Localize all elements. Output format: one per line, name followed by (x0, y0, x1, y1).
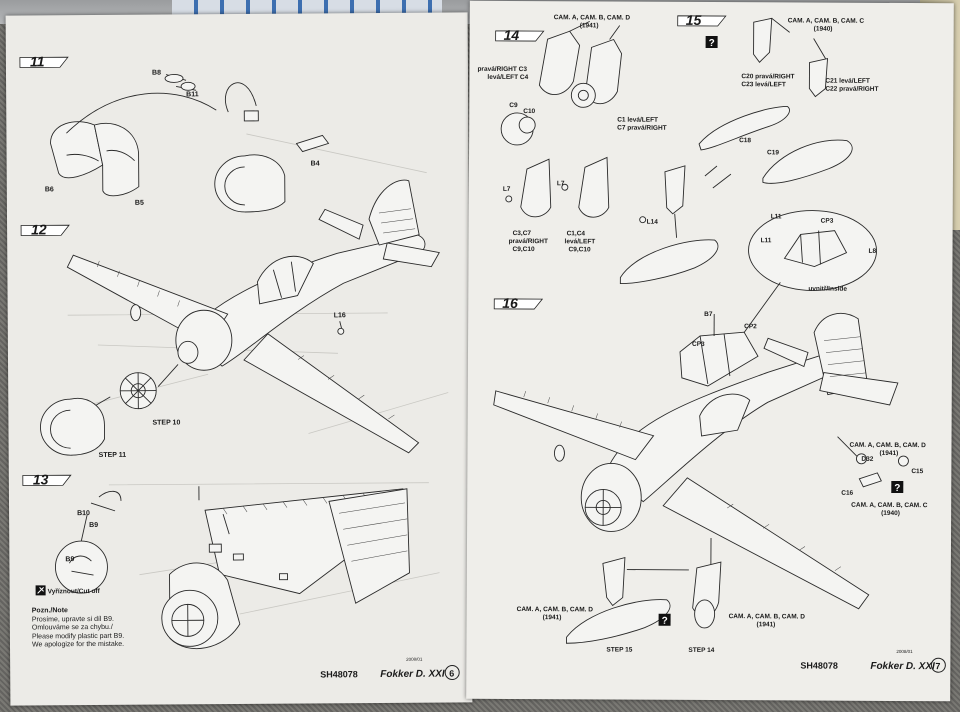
step-14-header-year: (1941) (580, 22, 599, 29)
label-l8: L8 (869, 248, 877, 255)
cut-icon (35, 585, 46, 596)
group2-label-a: C1,C4 (567, 230, 586, 237)
callout-step-11: STEP 11 (99, 452, 127, 459)
label-cam-abd-tail: CAM. A, CAM. B, CAM. D (849, 442, 926, 449)
label-cp3: CP3 (692, 341, 705, 348)
label-c1: C1 levá/LEFT (617, 117, 658, 124)
group2-label-c: C9,C10 (569, 246, 591, 253)
label-c9: C9 (509, 102, 518, 109)
label-cam-abc-year: (1940) (881, 510, 900, 517)
label-wheel-cam: CAM. A, CAM. B, CAM. D (729, 613, 806, 620)
label-ski-cam: CAM. A, CAM. B, CAM. D (517, 606, 594, 613)
label-c23: C23 levá/LEFT (741, 81, 785, 88)
step-11-number: 11 (30, 53, 45, 69)
label-wheel-year: (1941) (757, 621, 776, 628)
left-footer: SH48078 2008/01 Fokker D. XXI 6 (320, 657, 460, 680)
label-c22: C22 pravá/RIGHT (825, 86, 878, 93)
step-15-header-year: (1940) (814, 26, 833, 33)
label-l11-b: L11 (761, 237, 772, 244)
part-label-b11: B11 (186, 91, 199, 98)
label-c21: C21 levá/LEFT (825, 78, 869, 85)
part-label-b8: B8 (152, 70, 161, 77)
right-page-number: 7 (935, 661, 940, 671)
svg-text:?: ? (662, 616, 668, 627)
part-label-b9: B9 (89, 522, 98, 529)
label-c20: C20 pravá/RIGHT (741, 73, 794, 80)
left-footer-date: 2008/01 (406, 657, 423, 662)
callout-step-15: STEP 15 (606, 646, 632, 653)
label-l7-a: L7 (503, 186, 511, 193)
step-14-number: 14 (504, 27, 520, 43)
step-13-number: 13 (33, 471, 49, 487)
part-label-l16: L16 (334, 312, 346, 319)
right-footer-date: 2008/01 (896, 649, 913, 654)
label-l11-a: L11 (771, 213, 782, 220)
svg-text:?: ? (709, 38, 715, 49)
left-footer-product: Fokker D. XXI (380, 669, 445, 680)
step-14: 14 CAM. A, CAM. B, CAM. D (1941) pravá/R… (477, 14, 667, 253)
right-footer-product: Fokker D. XXI (870, 661, 935, 672)
part-label-b9-detail: B9 (65, 556, 74, 563)
label-c19: C19 (767, 149, 779, 156)
question-icon: ? (705, 35, 718, 49)
step-16: 16 B7 CP3 CP2 (493, 295, 928, 654)
right-page-drawing: 14 CAM. A, CAM. B, CAM. D (1941) pravá/R… (477, 12, 946, 673)
engine-radial (119, 372, 157, 410)
right-footer: SH48078 2008/01 Fokker D. XXI 7 (800, 649, 946, 673)
step-15-header: CAM. A, CAM. B, CAM. C (788, 17, 865, 24)
group1-label-c: C9,C10 (513, 246, 535, 253)
step-15: 15 CAM. A, CAM. B, CAM. C (1940) ? C20 p… (619, 12, 879, 339)
group1-label-b: pravá/RIGHT (509, 238, 548, 245)
svg-text:?: ? (894, 483, 900, 494)
part-label-b10: B10 (77, 510, 90, 517)
label-c3: pravá/RIGHT C3 (477, 66, 527, 73)
label-ski-year: (1941) (543, 614, 562, 621)
step-15-number: 15 (686, 12, 702, 28)
group1-label-a: C3,C7 (513, 230, 532, 237)
note-line-4: We apologize for the mistake. (31, 641, 125, 649)
step-12-number: 12 (31, 221, 47, 237)
step-13: 13 B10 B9 B9 (22, 471, 410, 650)
label-cam-abc: CAM. A, CAM. B, CAM. C (851, 502, 928, 509)
step-11: 11 B8 B11 B6 B5 B4 (19, 53, 330, 213)
label-c4: levá/LEFT C4 (487, 74, 528, 81)
instruction-page-right: 14 CAM. A, CAM. B, CAM. D (1941) pravá/R… (466, 0, 954, 702)
left-footer-code: SH48078 (320, 669, 358, 679)
label-cp2: CP2 (744, 323, 757, 330)
label-cp3-detail: CP3 (821, 218, 834, 225)
right-footer-code: SH48078 (800, 660, 838, 670)
callout-step-10: STEP 10 (152, 419, 180, 426)
label-c10: C10 (523, 108, 535, 115)
left-page-number: 6 (449, 669, 454, 679)
note-line-2: Omlouváme se za chybu./ (31, 624, 113, 632)
part-label-b4: B4 (311, 160, 320, 167)
label-l7-b: L7 (557, 180, 565, 187)
part-label-b6: B6 (45, 186, 54, 193)
question-icon: ? (891, 480, 904, 494)
label-b7: B7 (704, 311, 713, 318)
correction-note: Pozn./Note Prosíme, upravte si díl B9. O… (32, 607, 125, 651)
part-label-b5: B5 (135, 200, 144, 207)
step-14-header: CAM. A, CAM. B, CAM. D (554, 14, 631, 21)
cut-off-label: Vyříznout/Cut off (48, 588, 101, 595)
label-c15: C15 (911, 468, 923, 475)
label-c16: C16 (841, 490, 853, 497)
label-c7: C7 pravá/RIGHT (617, 125, 667, 132)
label-c18: C18 (739, 137, 751, 144)
instruction-page-left: 11 B8 B11 B6 B5 B4 12 (5, 12, 473, 706)
callout-step-14: STEP 14 (688, 647, 714, 654)
label-cam-abd-tail-year: (1941) (879, 450, 898, 457)
question-icon: ? (658, 613, 671, 627)
step-16-number: 16 (502, 295, 518, 311)
label-d32: D32 (861, 456, 873, 463)
left-page-drawing: 11 B8 B11 B6 B5 B4 12 (19, 53, 460, 680)
label-l14: L14 (647, 219, 659, 226)
group2-label-b: levá/LEFT (565, 238, 596, 245)
step-12: 12 (20, 179, 440, 459)
label-inside: uvnitř/Inside (808, 286, 847, 293)
